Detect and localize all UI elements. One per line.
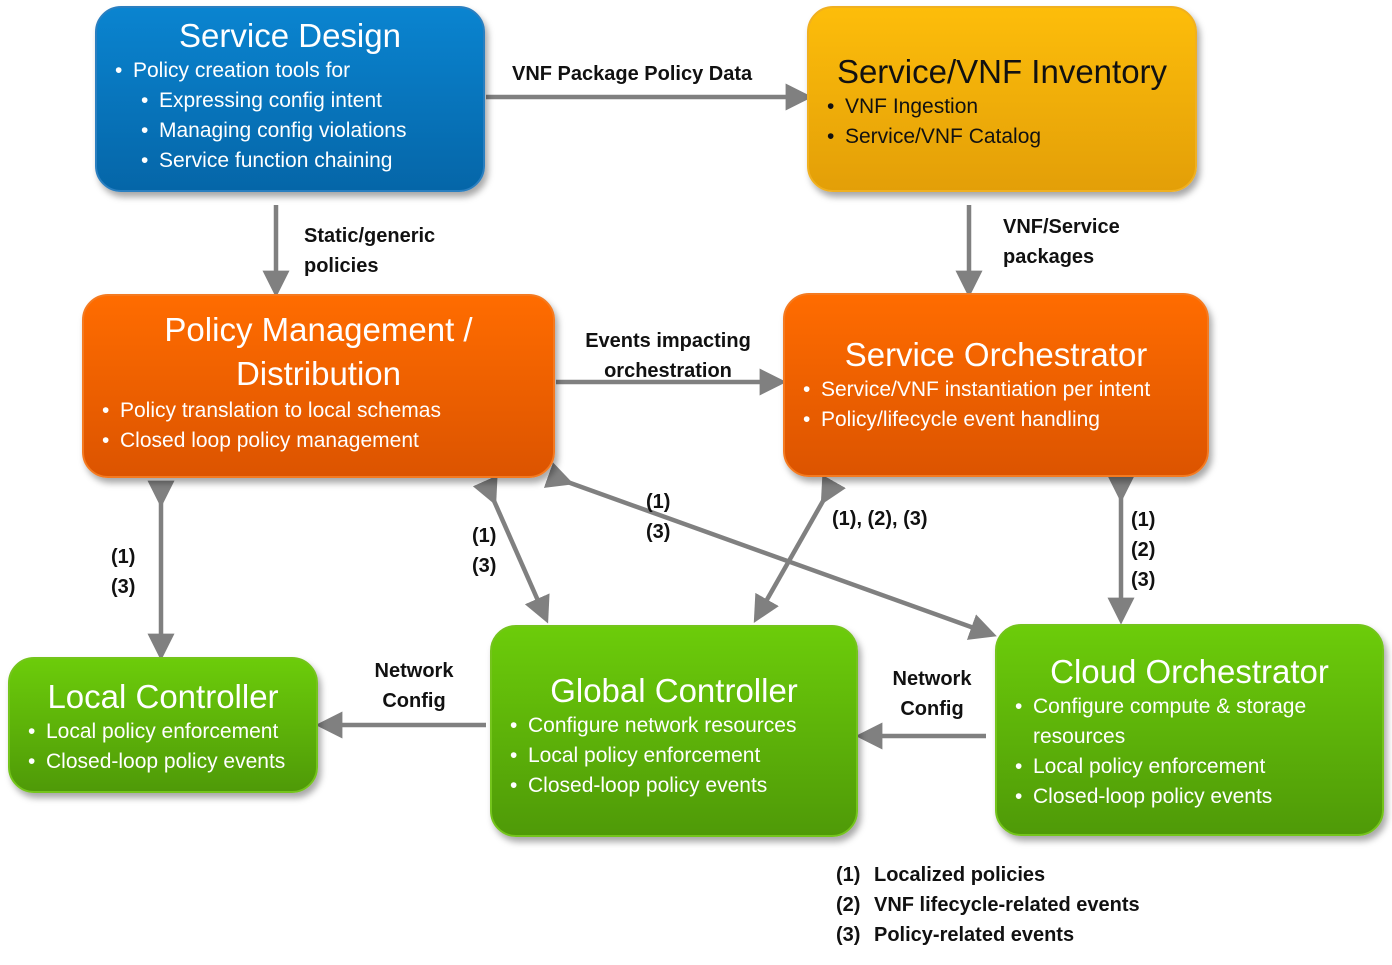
edge-label-line: Network <box>374 660 454 682</box>
edge-label-inventory-to-orchestrator: VNF/Service packages <box>1003 212 1120 272</box>
node-item: Policy/lifecycle event handling <box>799 405 1193 435</box>
node-item: Local policy enforcement <box>24 717 302 747</box>
edge-label-line: (1) <box>646 491 671 513</box>
node-title: Service Orchestrator <box>844 336 1148 373</box>
edge-label-line: (2) <box>1131 539 1156 561</box>
node-sub-item: Service function chaining <box>111 146 469 176</box>
node-item: Policy translation to local schemas <box>98 396 539 426</box>
node-title: Local Controller <box>47 678 279 715</box>
node-item: Local policy enforcement <box>1011 752 1368 782</box>
node-item: Closed loop policy management <box>98 426 539 456</box>
edge-label-line: Network <box>892 668 972 690</box>
edge-label-line: packages <box>1003 246 1095 268</box>
edge-label-line: (3) <box>646 521 671 543</box>
node-title: Service/VNF Inventory <box>836 53 1168 90</box>
node-title-line: Policy Management / <box>164 311 473 348</box>
edge-label-line: (3) <box>1131 569 1156 591</box>
edge-label-orchestrator-global: (1), (2), (3) <box>832 508 928 530</box>
edge-label-line: Config <box>382 690 446 712</box>
edge-label-policy-global: (1) (3) <box>472 521 496 581</box>
node-item: Policy creation tools for <box>111 56 469 86</box>
edge-label-line: VNF/Service <box>1003 216 1120 238</box>
node-service-orchestrator: Service Orchestrator Service/VNF instant… <box>783 293 1209 477</box>
edge-label-line: (3) <box>111 576 136 598</box>
arrow-orchestrator-global <box>753 474 846 623</box>
edge-label-line: Config <box>900 698 964 720</box>
node-item: Configure compute & storage <box>1011 692 1368 722</box>
edge-label-policy-local: (1) (3) <box>111 542 135 602</box>
edge-label-line: Static/generic <box>304 225 436 247</box>
legend-label: VNF lifecycle-related events <box>874 894 1140 916</box>
edge-label-global-to-local: Network Config <box>362 656 466 716</box>
node-service-vnf-inventory: Service/VNF Inventory VNF Ingestion Serv… <box>807 6 1197 192</box>
edge-label-orchestrator-cloud: (1) (2) (3) <box>1131 505 1155 595</box>
node-item: VNF Ingestion <box>823 92 1181 122</box>
node-local-controller: Local Controller Local policy enforcemen… <box>8 657 318 793</box>
legend-key: (3) <box>836 924 861 946</box>
edge-label-line: policies <box>304 255 379 277</box>
node-item: Closed-loop policy events <box>506 771 842 801</box>
edge-label-design-to-policy: Static/generic policies <box>304 221 435 281</box>
node-title: Cloud Orchestrator <box>1050 653 1329 690</box>
legend-item: (2) VNF lifecycle-related events <box>836 890 1140 920</box>
node-title: Global Controller <box>550 672 798 709</box>
legend-item: (1) Localized policies <box>836 860 1140 890</box>
node-service-design: Service Design Policy creation tools for… <box>95 6 485 192</box>
node-item: Service/VNF instantiation per intent <box>799 375 1193 405</box>
node-item: Local policy enforcement <box>506 741 842 771</box>
node-item: Service/VNF Catalog <box>823 122 1181 152</box>
legend-key: (1) <box>836 864 861 886</box>
node-item: Configure network resources <box>506 711 842 741</box>
legend-label: Policy-related events <box>874 924 1075 946</box>
node-sub-item: Expressing config intent <box>111 86 469 116</box>
edge-label-policy-cloud: (1) (3) <box>646 487 670 547</box>
node-cloud-orchestrator: Cloud Orchestrator Configure compute & s… <box>995 624 1384 836</box>
edge-label-line: (1) <box>111 546 136 568</box>
node-policy-management: Policy Management / Distribution Policy … <box>82 294 555 478</box>
arrow-policy-cloud <box>543 462 997 640</box>
node-item-continuation: resources <box>1033 725 1126 748</box>
node-sub-item: Managing config violations <box>111 116 469 146</box>
edge-label-line: Events impacting <box>585 330 751 352</box>
edge-label-line: (1) <box>472 525 497 547</box>
node-title: Policy Management / Distribution <box>98 308 539 396</box>
legend: (1) Localized policies (2) VNF lifecycle-r… <box>836 860 1140 950</box>
legend-label: Localized policies <box>874 864 1046 886</box>
legend-key: (2) <box>836 894 861 916</box>
edge-label-line: (3) <box>472 555 497 577</box>
node-title-line: Distribution <box>235 355 402 392</box>
arrow-policy-global <box>472 475 550 624</box>
node-title: Service Design <box>179 17 401 54</box>
edge-label-design-to-inventory: VNF Package Policy Data <box>512 63 753 85</box>
node-item: Closed-loop policy events <box>24 747 302 777</box>
node-global-controller: Global Controller Configure network reso… <box>490 625 858 837</box>
edge-label-policy-to-orchestrator: Events impacting orchestration <box>578 326 758 386</box>
legend-item: (3) Policy-related events <box>836 920 1140 950</box>
edge-label-line: orchestration <box>604 360 732 382</box>
node-item: Closed-loop policy events <box>1011 782 1368 812</box>
edge-label-cloud-to-global: Network Config <box>880 664 984 724</box>
edge-label-line: (1) <box>1131 509 1156 531</box>
